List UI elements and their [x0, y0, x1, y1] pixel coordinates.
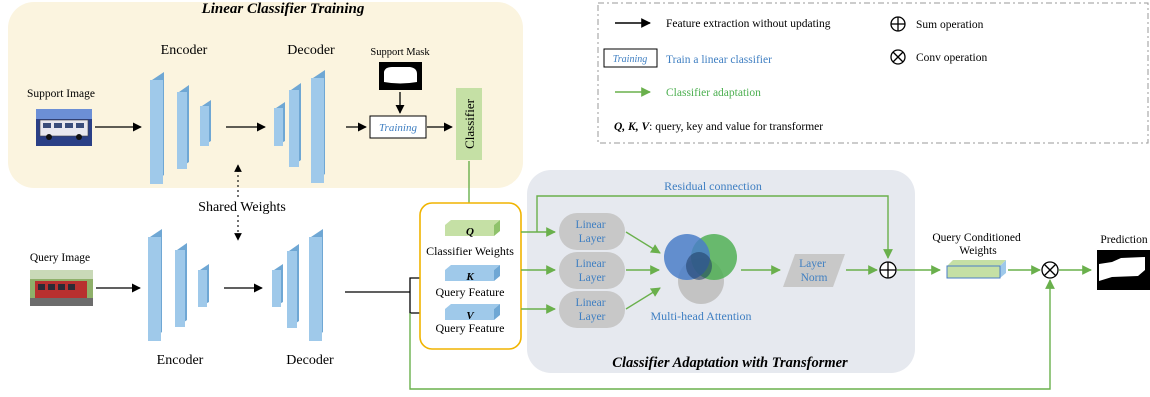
support-mask: [379, 62, 422, 90]
encoder-bottom-label: Encoder: [157, 353, 204, 368]
prediction-label: Prediction: [1100, 234, 1148, 246]
training-panel-title: Linear Classifier Training: [201, 1, 365, 17]
decoder-top-label: Decoder: [287, 43, 335, 58]
classifier-weights-label: Classifier Weights: [426, 244, 514, 258]
shared-weights-bg: [190, 197, 296, 215]
adaptation-panel-title: Classifier Adaptation with Transformer: [612, 355, 848, 371]
v-letter: V: [466, 310, 475, 322]
query-conditioned-line2: Weights: [959, 245, 997, 257]
layer-norm-line1: Layer: [799, 258, 826, 270]
layer-norm-label: Layer Norm: [799, 258, 829, 284]
query-feature-to-conv-arrow: [409, 279, 1055, 390]
residual-label: Residual connection: [664, 179, 762, 193]
layer-norm-line2: Norm: [801, 272, 828, 284]
k-letter: K: [465, 271, 474, 283]
prediction-mask: [1097, 250, 1150, 290]
linear-layer-k-line1: Linear: [576, 258, 606, 270]
training-box-label: Training: [379, 122, 417, 134]
linear-layer-q: [559, 213, 625, 250]
query-feature-k-label: Query Feature: [436, 285, 505, 299]
support-image: [36, 109, 92, 146]
linear-layer-v-line1: Linear: [576, 297, 606, 309]
linear-layer-k-label: Linear Layer: [576, 258, 609, 284]
training-panel: [8, 2, 523, 188]
encoder-top: [150, 72, 211, 184]
decoder-top: [274, 70, 325, 183]
linear-layer-q-label: Linear Layer: [576, 219, 609, 245]
legend-conv: Conv operation: [916, 52, 987, 64]
q-block: [445, 220, 500, 236]
query-conditioned-label: Query Conditioned Weights: [932, 232, 1023, 257]
v-block: [445, 304, 500, 320]
legend-qkv-text: : query, key and value for transformer: [649, 121, 823, 133]
legend-feature-extraction: Feature extraction without updating: [666, 18, 831, 30]
query-conditioned-weights-block: [946, 260, 1006, 279]
encoder-top-label: Encoder: [161, 43, 208, 58]
query-conditioned-line1: Query Conditioned: [932, 232, 1021, 244]
residual-arrow: [536, 195, 893, 259]
classifier-box: [456, 88, 482, 160]
query-image: [30, 270, 93, 306]
linear-layer-k: [559, 252, 625, 289]
classifier-label: Classifier: [462, 98, 477, 148]
linear-layer-v: [559, 291, 625, 328]
decoder-bottom-label: Decoder: [286, 353, 334, 368]
query-image-label: Query Image: [30, 252, 90, 264]
legend-sum: Sum operation: [916, 19, 984, 31]
support-mask-label: Support Mask: [370, 47, 430, 58]
conv-icon: [890, 49, 906, 65]
support-image-label: Support Image: [27, 88, 95, 100]
arrow-linear-v-attn: [625, 287, 661, 310]
linear-layer-q-line1: Linear: [576, 219, 606, 231]
legend-train-classifier: Train a linear classifier: [666, 54, 772, 66]
conv-op-icon: [1041, 261, 1059, 279]
legend-box: [597, 2, 1149, 144]
decoder-bottom: [272, 229, 323, 341]
legend-training-box: [603, 48, 658, 68]
sum-icon: [890, 16, 906, 32]
multihead-label: Multi-head Attention: [651, 309, 752, 323]
multihead-attention-icon: [664, 234, 737, 304]
sum-op-icon: [879, 261, 897, 279]
shared-weights-label: Shared Weights: [198, 200, 286, 215]
encoder-bottom: [148, 229, 209, 341]
query-feature-v-label: Query Feature: [436, 321, 505, 335]
q-letter: Q: [466, 226, 474, 238]
k-block: [445, 265, 500, 281]
training-box: [369, 115, 427, 139]
legend-classifier-adaptation: Classifier adaptation: [666, 87, 761, 99]
legend-training-tag: Training: [613, 54, 647, 65]
linear-layer-q-line2: Layer: [579, 233, 606, 245]
linear-layer-v-label: Linear Layer: [576, 297, 609, 323]
arrow-linear-q-attn: [625, 231, 661, 254]
linear-layer-k-line2: Layer: [579, 272, 606, 284]
layer-norm-box: [783, 254, 845, 287]
legend-qkv-prefix: Q, K, V: [614, 121, 650, 133]
legend-qkv: Q, K, V: query, key and value for transf…: [614, 121, 823, 133]
linear-layer-v-line2: Layer: [579, 311, 606, 323]
